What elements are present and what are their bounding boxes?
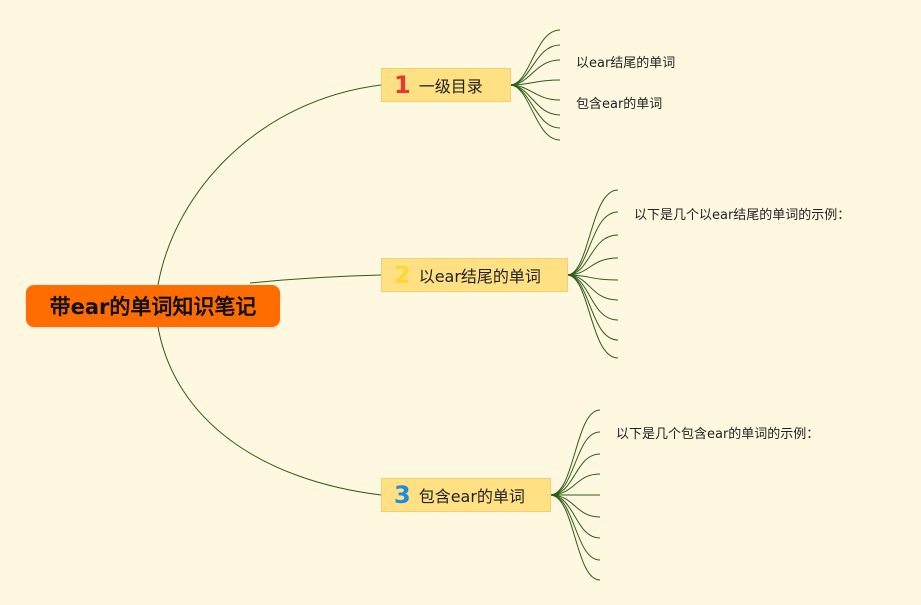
connector-b3-leaf bbox=[549, 409, 601, 496]
connector-b3-leaf bbox=[549, 431, 601, 496]
connector-b2-leaf bbox=[566, 234, 619, 276]
connector-b2-leaf bbox=[566, 189, 619, 276]
connector-b2-leaf bbox=[566, 257, 619, 276]
connector-b2-leaf bbox=[566, 274, 619, 321]
branch-label-3: 包含ear的单词 bbox=[418, 487, 525, 506]
connector-b1-leaf bbox=[509, 59, 561, 86]
branch-number-3: 3 bbox=[394, 481, 411, 509]
connector-b3-leaf bbox=[549, 494, 601, 539]
leaf-topic[interactable]: 以下是几个包含ear的单词的示例： bbox=[616, 427, 820, 442]
connector-b1-leaf bbox=[509, 44, 561, 86]
connector-b2-leaf bbox=[566, 274, 619, 341]
branch-topic-2[interactable]: 2 以ear结尾的单词 bbox=[381, 258, 568, 292]
leaf-topic[interactable]: 包含ear的单词 bbox=[576, 97, 663, 112]
leaf-topic[interactable]: 以ear结尾的单词 bbox=[576, 56, 676, 71]
connector-b2-leaf bbox=[566, 274, 619, 359]
branch-topic-1[interactable]: 1 一级目录 bbox=[381, 68, 511, 102]
connector-root-branch-3 bbox=[157, 326, 382, 496]
connector-b3-leaf bbox=[549, 453, 601, 496]
connector-b3-leaf bbox=[549, 494, 601, 561]
connector-b1-leaf bbox=[509, 84, 561, 141]
connector-root-branch-1 bbox=[157, 84, 382, 286]
branch-label-1: 一级目录 bbox=[418, 77, 483, 96]
branch-label-2: 以ear结尾的单词 bbox=[418, 267, 541, 286]
leaf-topic[interactable]: 以下是几个以ear结尾的单词的示例： bbox=[634, 208, 851, 223]
root-topic-label: 带ear的单词知识笔记 bbox=[49, 295, 257, 319]
connector-b1-leaf bbox=[509, 84, 561, 129]
connector-b3-leaf bbox=[549, 494, 601, 581]
connector-root-branch-2 bbox=[249, 274, 382, 284]
connector-b1-leaf bbox=[509, 29, 561, 86]
branch-number-2: 2 bbox=[394, 261, 411, 289]
root-topic[interactable]: 带ear的单词知识笔记 bbox=[26, 285, 280, 327]
connector-b3-leaf bbox=[549, 473, 601, 496]
branch-number-1: 1 bbox=[394, 71, 411, 99]
branch-topic-3[interactable]: 3 包含ear的单词 bbox=[381, 478, 551, 512]
connector-b2-leaf bbox=[566, 211, 619, 276]
